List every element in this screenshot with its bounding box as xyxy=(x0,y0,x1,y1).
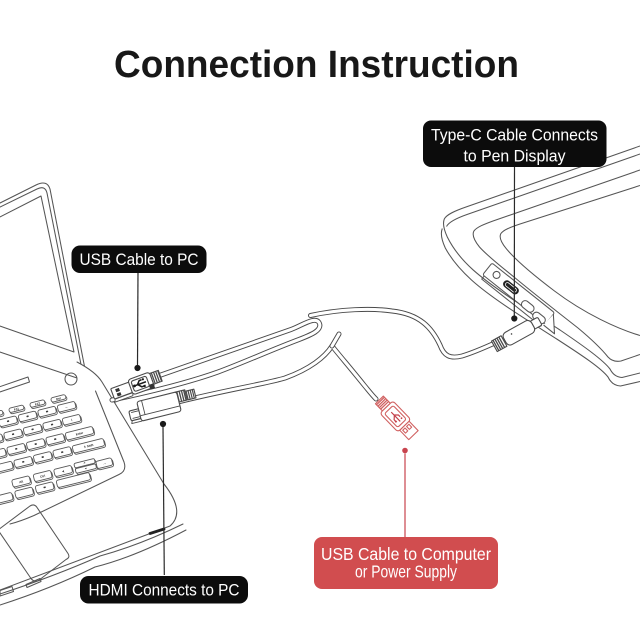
svg-text:USB Cable to PC: USB Cable to PC xyxy=(80,250,199,269)
svg-text:Ctrl: Ctrl xyxy=(40,474,46,479)
svg-text:⮜: ⮜ xyxy=(61,469,66,474)
svg-text:Del: Del xyxy=(56,396,62,401)
svg-text:F12: F12 xyxy=(35,401,41,406)
svg-text:USB Cable to Computer: USB Cable to Computer xyxy=(321,544,491,564)
svg-text:Enter: Enter xyxy=(75,430,84,436)
svg-text:Connection Instruction: Connection Instruction xyxy=(114,44,519,86)
svg-text:F11: F11 xyxy=(14,406,20,411)
svg-text:⇧ Shift: ⇧ Shift xyxy=(83,443,94,449)
svg-text:→: → xyxy=(102,460,107,466)
svg-text:←: ← xyxy=(64,404,69,410)
svg-text:HDMI Connects to PC: HDMI Connects to PC xyxy=(89,581,240,600)
svg-text:\: \ xyxy=(71,418,73,422)
svg-text:or Power Supply: or Power Supply xyxy=(355,562,457,582)
svg-text:Alt: Alt xyxy=(19,479,24,484)
svg-text:Type-C Cable Connects: Type-C Cable Connects xyxy=(431,126,598,145)
svg-text:to Pen Display: to Pen Display xyxy=(464,147,566,166)
